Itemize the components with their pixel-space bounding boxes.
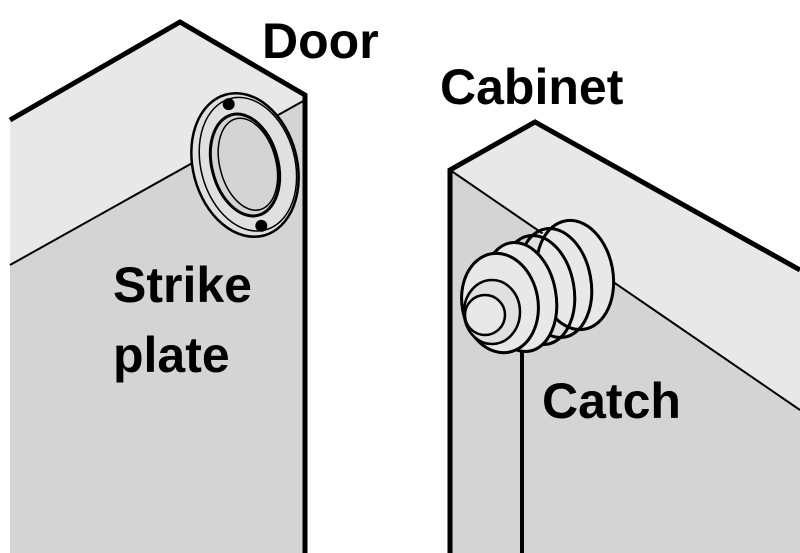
door-label: Door bbox=[262, 13, 379, 69]
catch-label: Catch bbox=[542, 373, 681, 429]
cabinet-label: Cabinet bbox=[440, 59, 624, 115]
strike-plate-label-line2: plate bbox=[113, 327, 230, 383]
catch-cylinder bbox=[460, 218, 616, 355]
strike-plate-label-line1: Strike bbox=[113, 257, 252, 313]
strike-plate bbox=[190, 91, 300, 239]
